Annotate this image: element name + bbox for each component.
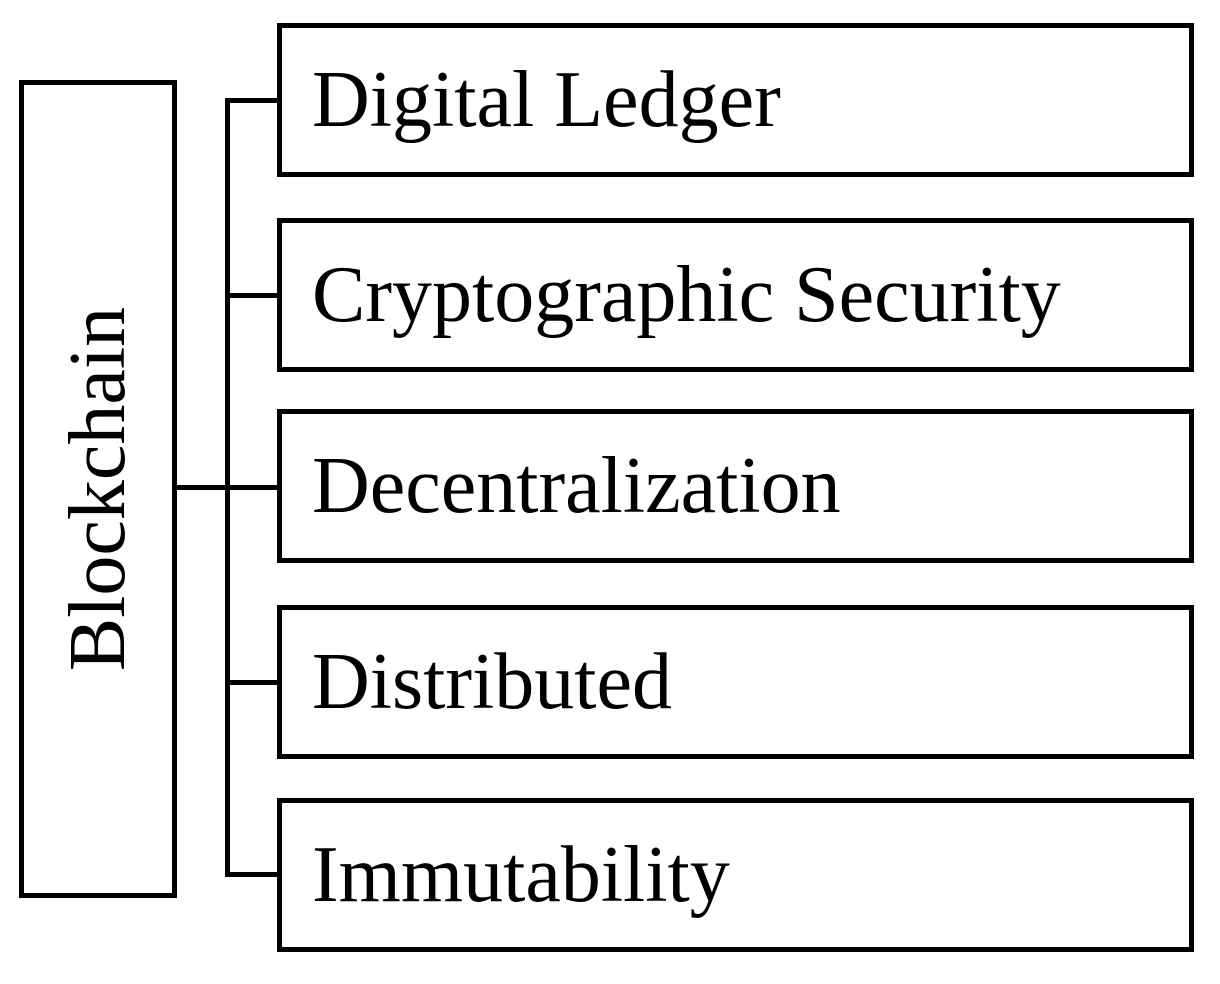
node-cryptographic-security: Cryptographic Security — [277, 218, 1194, 372]
node-blockchain-label: Blockchain — [54, 306, 142, 672]
node-decentralization-label: Decentralization — [312, 442, 841, 530]
node-distributed-label: Distributed — [312, 638, 672, 726]
node-digital-ledger: Digital Ledger — [277, 23, 1194, 177]
node-blockchain: Blockchain — [19, 80, 177, 898]
node-immutability: Immutability — [277, 798, 1194, 952]
node-immutability-label: Immutability — [312, 831, 730, 919]
node-distributed: Distributed — [277, 605, 1194, 759]
connector-immutability — [225, 872, 277, 877]
connector-cryptographic-security — [225, 293, 277, 298]
node-decentralization: Decentralization — [277, 409, 1194, 563]
connector-distributed — [225, 680, 277, 685]
connector-root-to-spine — [177, 485, 277, 490]
node-digital-ledger-label: Digital Ledger — [312, 56, 781, 144]
connector-digital-ledger — [225, 98, 277, 103]
node-cryptographic-security-label: Cryptographic Security — [312, 251, 1061, 339]
